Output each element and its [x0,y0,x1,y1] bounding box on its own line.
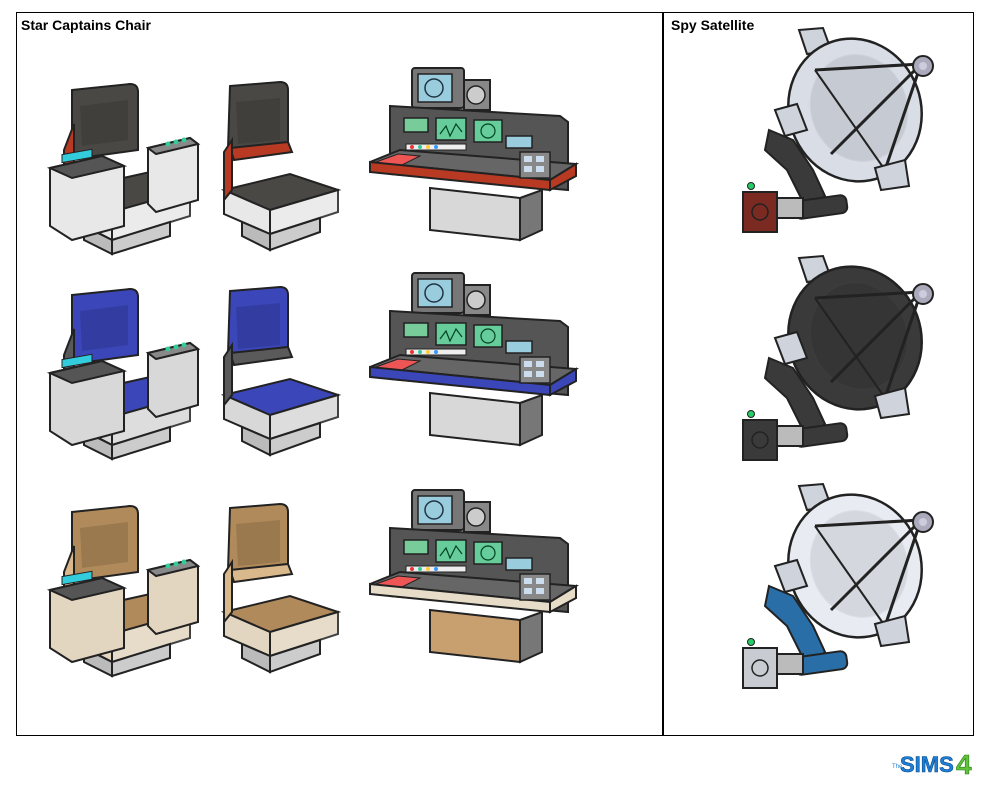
seat-tan [220,502,342,674]
chair-artwork-grid: .vr0 .seat-back, .vr0 .seat{fill:#4a4844… [46,67,580,678]
star-captains-chair-title: Star Captains Chair [21,17,151,33]
seat-red [220,80,342,252]
variant-row-blue [46,272,580,461]
logo-number: 4 [956,749,972,778]
captain-chair-blue [46,287,201,461]
satellite-artwork-column: .sat0 .sat-dish{fill:#d8dde6;}.sat0 .sat… [742,26,934,689]
spy-satellite-title: Spy Satellite [671,17,755,33]
logo-word: SIMS [900,752,954,777]
console-red [369,67,580,242]
satellite-blue [742,482,934,689]
seat-blue [220,285,342,457]
section-divider [662,12,664,736]
console-tan [369,489,580,664]
satellite-silver [742,26,934,233]
logo-small-text: The [892,764,903,770]
captain-chair-red [46,82,201,256]
sims4-logo: The SIMS 4 [892,749,972,778]
variant-row-tan [46,489,580,678]
concept-sheet [16,12,974,736]
console-blue [369,272,580,447]
variant-row-red [46,67,580,256]
captain-chair-tan [46,504,201,678]
satellite-dark [742,254,934,461]
